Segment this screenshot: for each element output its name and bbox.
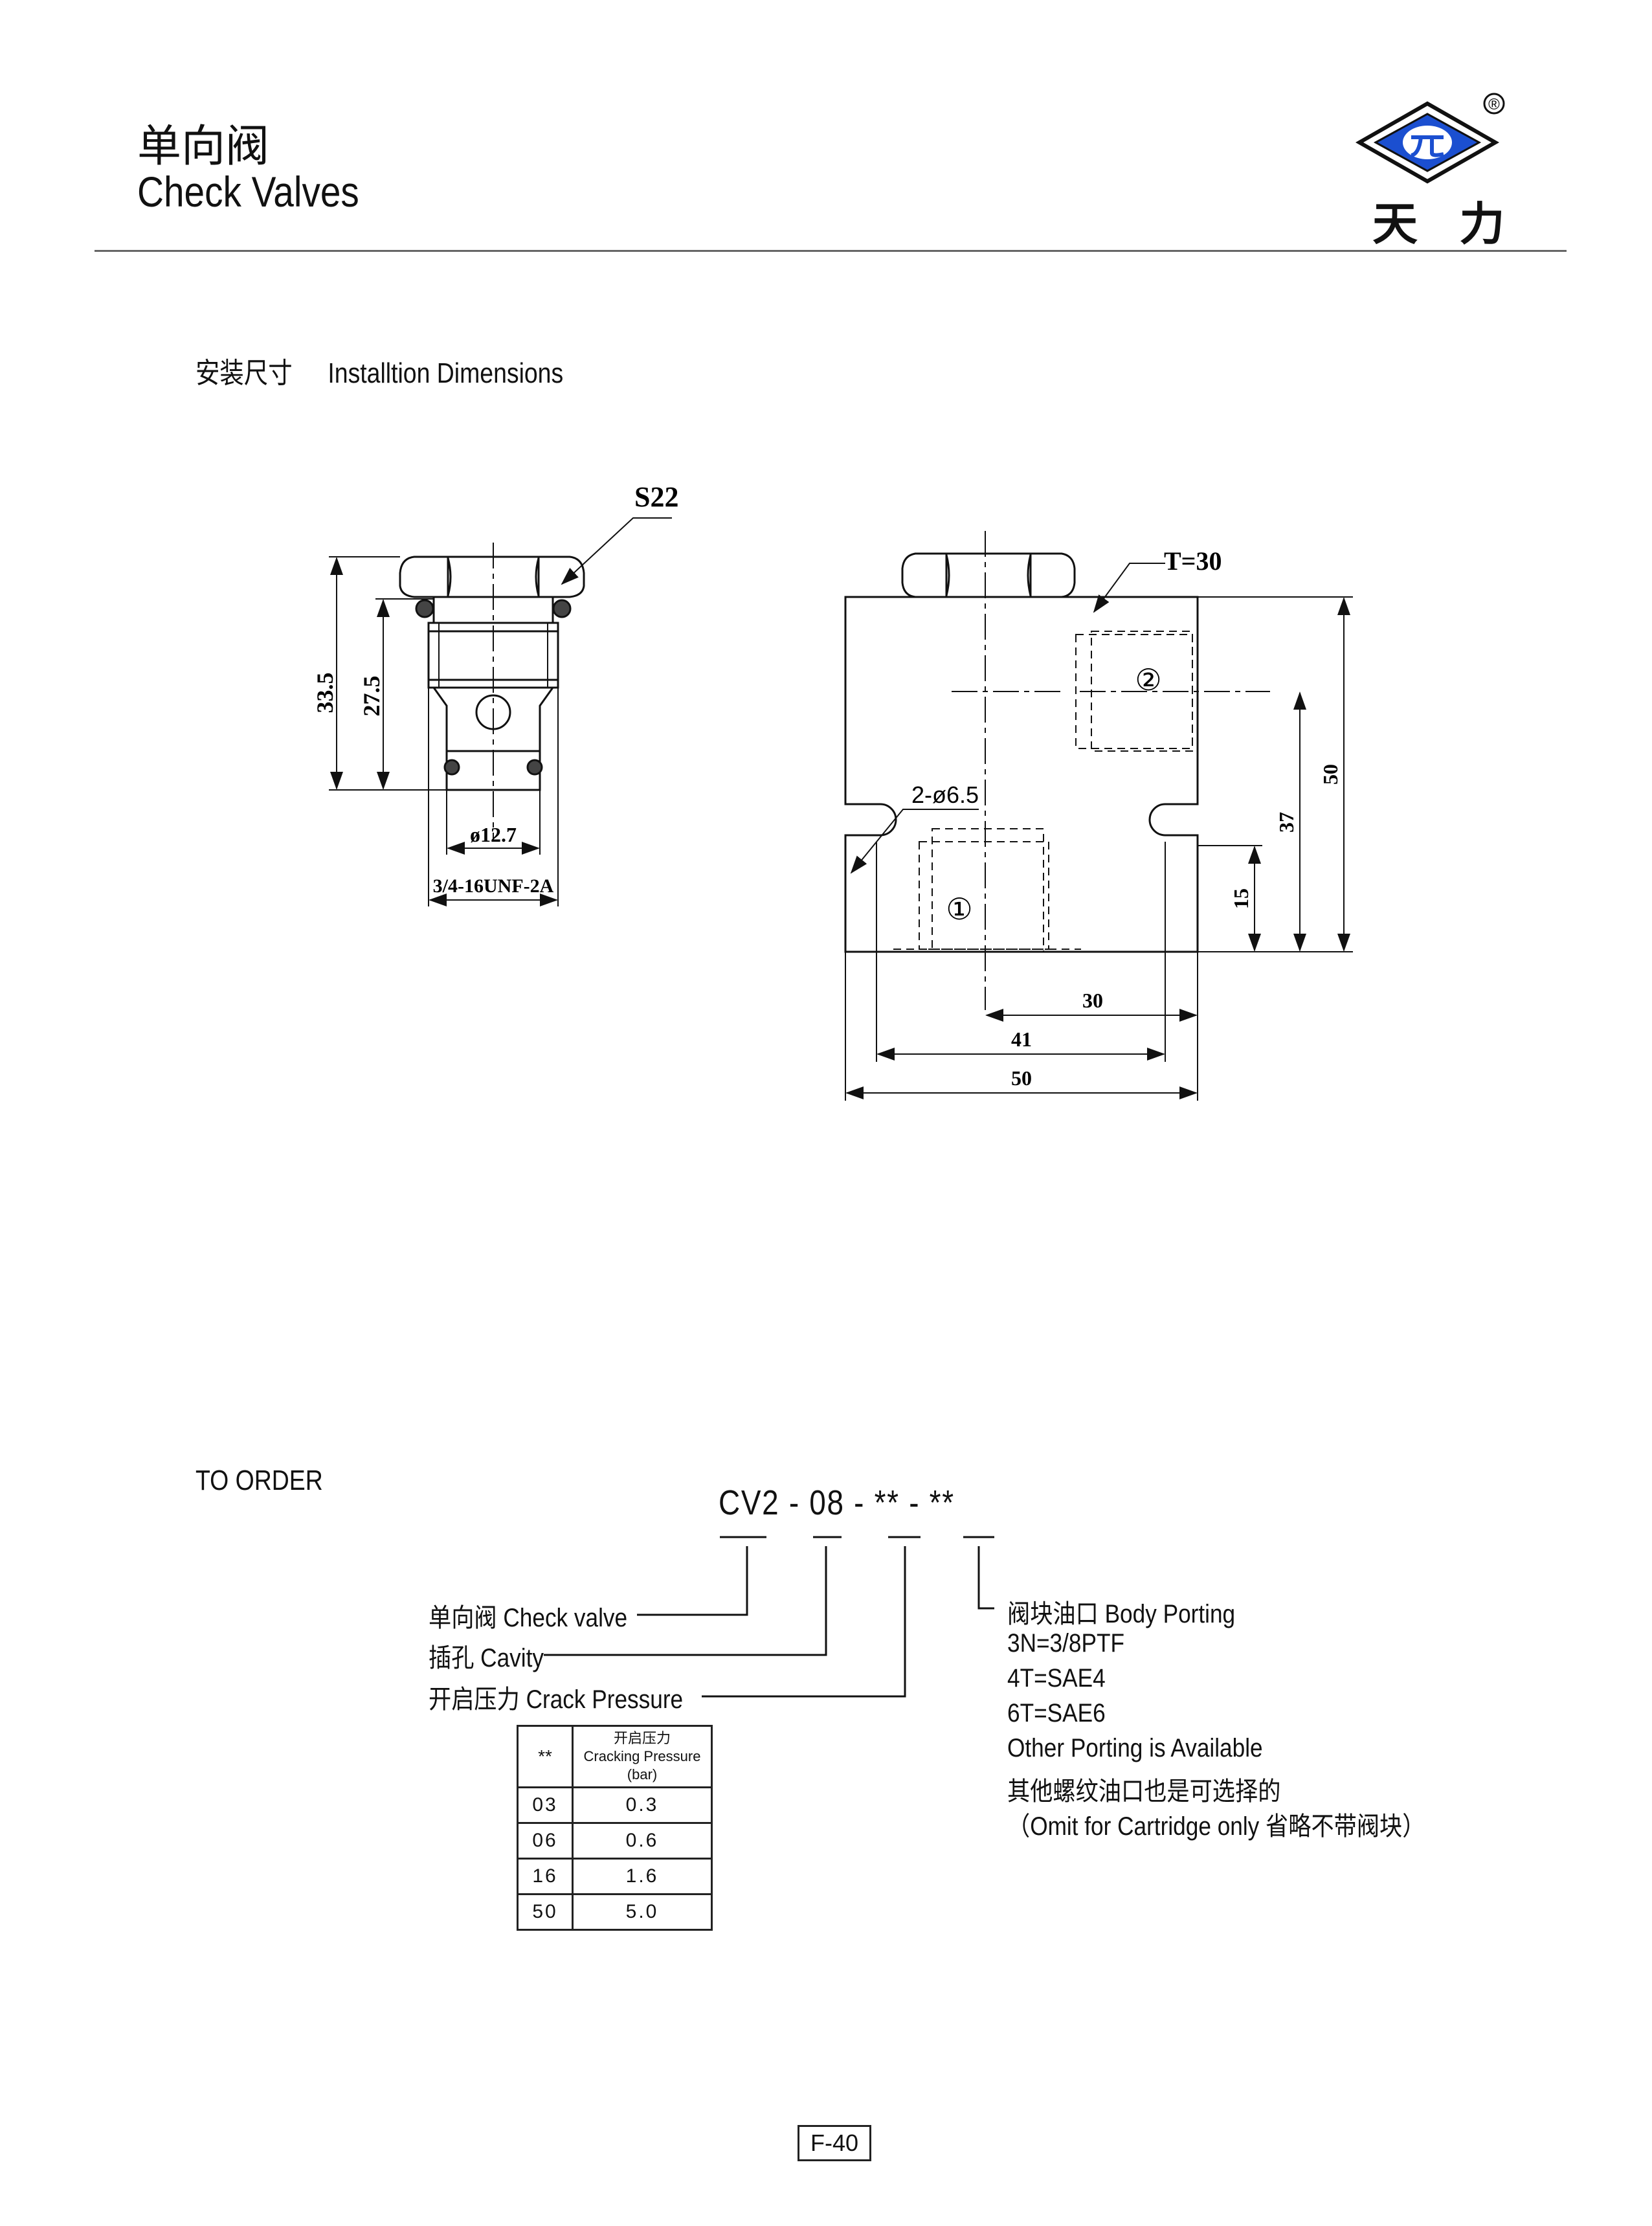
dim-width-total: 50 [1011,1066,1032,1090]
page-number: F-40 [798,2125,871,2161]
cracking-pressure-table: ** 开启压力 Cracking Pressure (bar) 03 0.3 0… [517,1725,713,1931]
port-2-label: ② [1135,662,1161,697]
porting-line-0: 阀块油口 Body Porting [1007,1600,1236,1628]
porting-line-6: （Omit for Cartridge only 省略不带阀块） [1007,1812,1425,1841]
cartridge-view [329,517,672,906]
table-header-pressure: 开启压力 Cracking Pressure (bar) [572,1725,713,1788]
order-leader-lines [544,1536,994,1698]
table-cell-pressure: 5.0 [572,1893,713,1931]
block-view [844,531,1353,1101]
table-row: 06 0.6 [517,1822,713,1860]
table-row: 03 0.3 [517,1786,713,1824]
order-label-crack-pressure: 开启压力 Crack Pressure [429,1685,684,1714]
table-cell-pressure: 0.3 [572,1786,713,1824]
dim-thread: 3/4-16UNF-2A [433,875,554,897]
porting-line-5: 其他螺纹油口也是可选择的 [1007,1777,1281,1806]
table-header-pressure-cn: 开启压力 [613,1730,671,1746]
dim-thickness: T=30 [1164,546,1222,576]
dim-height-port2: 37 [1275,812,1298,833]
install-heading: 安装尺寸 Installtion Dimensions [195,350,563,391]
porting-line-2: 4T=SAE4 [1007,1664,1106,1692]
install-heading-cn: 安装尺寸 [195,357,293,389]
brand-logo-text: 天 力 [1372,197,1518,251]
order-code: CV2 - 08 - ** - ** [719,1483,955,1522]
table-row: 16 1.6 [517,1858,713,1895]
table-cell-pressure: 0.6 [572,1822,713,1860]
dimension-drawing: S22 33.5 27.5 ø12.7 3/4-16UNF-2A [312,481,1353,1101]
port-1-label: ① [946,892,972,927]
page-title-cn: 单向阀 [137,122,270,171]
table-cell-code: 50 [517,1893,574,1931]
dim-width-30: 30 [1082,989,1103,1012]
dim-height-port1: 15 [1229,888,1253,909]
porting-line-4: Other Porting is Available [1007,1734,1263,1762]
dim-body: 27.5 [359,676,385,717]
table-cell-code: 03 [517,1786,574,1824]
order-heading: TO ORDER [195,1465,323,1496]
header-divider [95,250,1567,252]
table-header-pressure-unit: (bar) [627,1766,658,1782]
table-cell-code: 16 [517,1858,574,1895]
dim-holes: 2-ø6.5 [911,781,979,808]
dim-overall: 33.5 [312,673,338,714]
svg-text:®: ® [1488,96,1500,113]
order-label-check-valve: 单向阀 Check valve [429,1604,628,1632]
table-cell-pressure: 1.6 [572,1858,713,1895]
porting-line-1: 3N=3/8PTF [1007,1629,1124,1658]
table-row: 50 5.0 [517,1893,713,1931]
table-header-code: ** [517,1725,574,1788]
dim-width-41: 41 [1011,1028,1032,1051]
dim-hex: S22 [634,481,678,513]
dim-height-total: 50 [1319,764,1342,785]
brand-logo: ® 天 力 [1346,91,1515,251]
table-cell-code: 06 [517,1822,574,1860]
order-label-cavity: 插孔 Cavity [429,1644,544,1672]
table-header-pressure-en: Cracking Pressure [583,1748,701,1764]
dim-diameter: ø12.7 [470,823,517,846]
install-heading-en: Installtion Dimensions [328,357,564,389]
page-title-en: Check Valves [137,168,359,216]
porting-line-3: 6T=SAE6 [1007,1699,1106,1727]
